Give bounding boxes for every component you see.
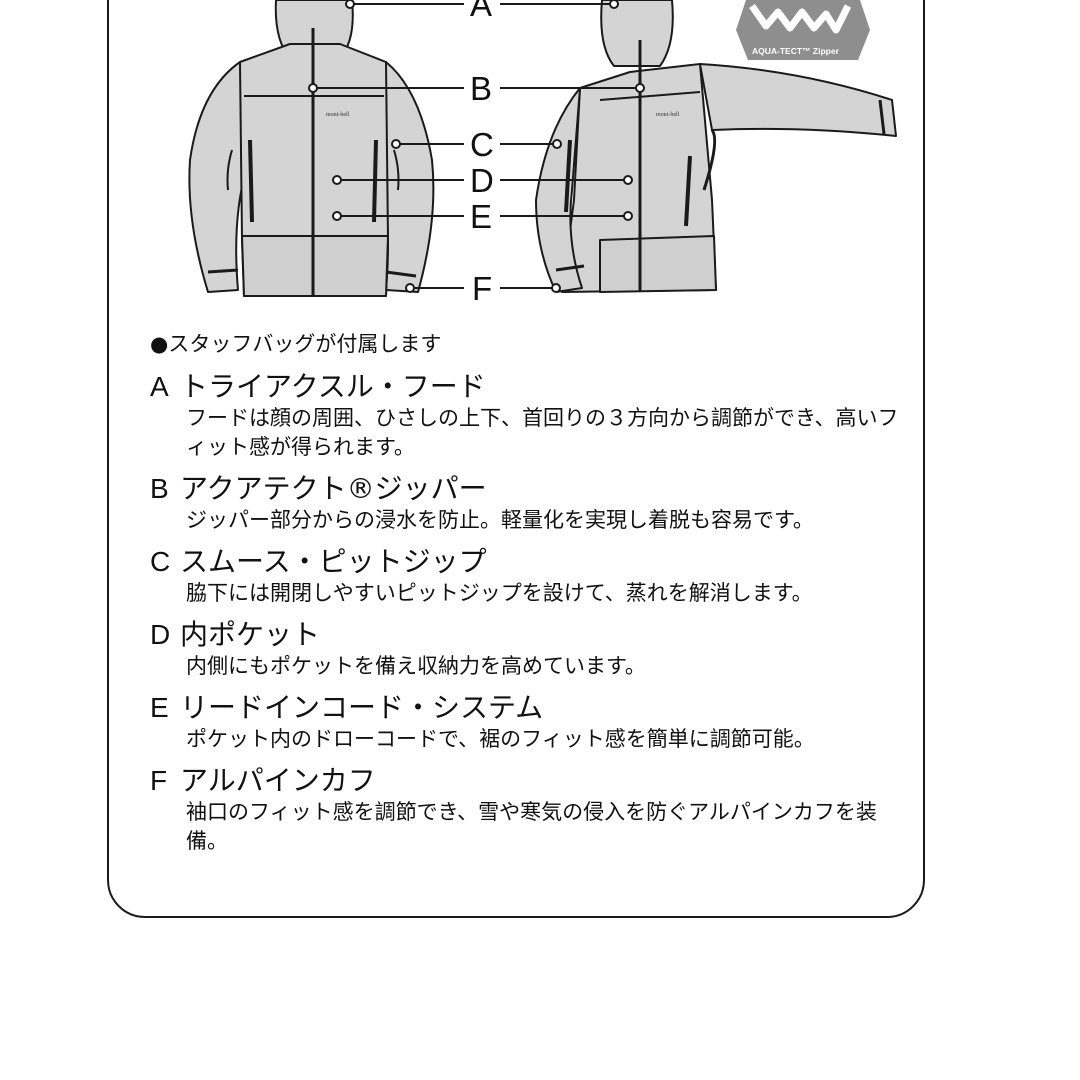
callout-label-a: A xyxy=(470,0,492,23)
brand-logo-left: mont-bell xyxy=(326,112,350,118)
jacket-diagram: mont-bell mont-bell xyxy=(188,0,897,307)
feature-description: ジッパー部分からの浸水を防止。軽量化を実現し着脱も容易です。 xyxy=(186,508,814,532)
feature-description: 内側にもポケットを備え収納力を高めています。 xyxy=(186,654,646,678)
feature-description: 脇下には開閉しやすいピットジップを設けて、蒸れを解消します。 xyxy=(186,581,813,605)
feature-list: A トライアクスル・フード フードは顔の周囲、ひさしの上下、首回りの３方向から調節… xyxy=(150,370,910,866)
callout-lines xyxy=(313,3,640,289)
feature-item-d: D 内ポケット 内側にもポケットを備え収納力を高めています。 xyxy=(150,618,910,681)
feature-item-b: B アクアテクト®ジッパー ジッパー部分からの浸水を防止。軽量化を実現し着脱も容易… xyxy=(150,472,910,535)
feature-item-a: A トライアクスル・フード フードは顔の周囲、ひさしの上下、首回りの３方向から調節… xyxy=(150,370,910,462)
callout-label-f: F xyxy=(472,270,492,307)
feature-letter: C xyxy=(150,546,171,577)
feature-description: フードは顔の周囲、ひさしの上下、首回りの３方向から調節ができ、高いフィット感が得… xyxy=(186,406,899,459)
callout-label-b: B xyxy=(470,70,492,107)
jacket-front-illustration xyxy=(188,0,435,297)
zipper-logo-icon xyxy=(749,3,852,34)
feature-letter: B xyxy=(150,473,169,504)
feature-title: トライアクスル・フード xyxy=(180,370,486,403)
feature-title: 内ポケット xyxy=(180,618,321,651)
badge-caption: AQUA-TECT™ Zipper xyxy=(752,46,840,56)
feature-letter: E xyxy=(150,692,169,723)
feature-letter: F xyxy=(150,765,168,796)
feature-letter: A xyxy=(150,371,169,402)
feature-description: 袖口のフィット感を調節でき、雪や寒気の侵入を防ぐアルパインカフを装備。 xyxy=(186,800,877,853)
callout-label-e: E xyxy=(470,198,492,235)
feature-description: ポケット内のドローコードで、裾のフィット感を簡単に調節可能。 xyxy=(186,727,815,751)
feature-title: アクアテクト®ジッパー xyxy=(180,472,487,505)
callout-label-c: C xyxy=(470,126,494,163)
feature-title: アルパインカフ xyxy=(180,764,376,797)
aquatect-zipper-badge: AQUA-TECT™ Zipper xyxy=(736,0,870,60)
feature-item-f: F アルパインカフ 袖口のフィット感を調節でき、雪や寒気の侵入を防ぐアルパインカフ… xyxy=(150,764,910,856)
feature-title: リードインコード・システム xyxy=(180,691,544,724)
feature-letter: D xyxy=(150,619,171,650)
jacket-angled-illustration xyxy=(535,0,897,293)
feature-item-c: C スムース・ピットジップ 脇下には開閉しやすいピットジップを設けて、蒸れを解消し… xyxy=(150,545,910,608)
callout-dots xyxy=(308,0,645,293)
feature-item-e: E リードインコード・システム ポケット内のドローコードで、裾のフィット感を簡単に… xyxy=(150,691,910,754)
callout-label-d: D xyxy=(470,162,494,199)
stuff-bag-note: ●スタッフバッグが付属します xyxy=(150,332,442,356)
feature-title: スムース・ピットジップ xyxy=(180,545,487,578)
brand-logo-right: mont-bell xyxy=(656,112,680,118)
